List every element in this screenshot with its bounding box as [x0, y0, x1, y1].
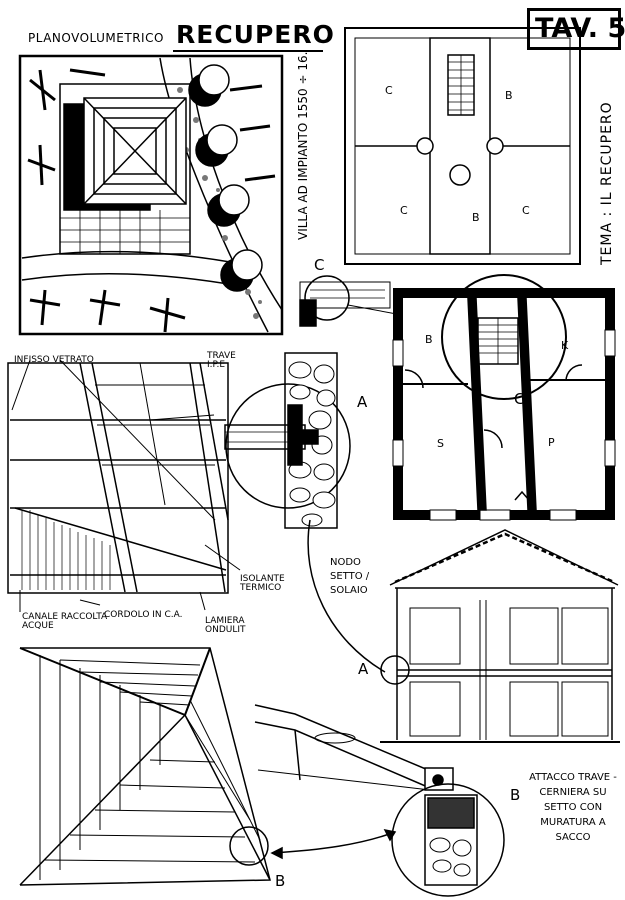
note-infisso: INFISSO VETRATO: [14, 355, 94, 365]
note-canale: CANALE RACCOLTA ACQUE: [22, 612, 108, 631]
note-nodo: NODO SETTO / SOLAIO: [330, 557, 370, 596]
subtitle-text: PLANOVOLUMETRICO: [28, 31, 164, 45]
room-label-k: K: [561, 339, 569, 352]
room-label-c2: C: [400, 204, 408, 217]
title-underline: [173, 50, 323, 52]
section-mark-a: A: [358, 660, 369, 678]
detail-a: [224, 352, 351, 529]
glazed-elevation: [7, 359, 241, 612]
hinge-detail: [391, 783, 505, 897]
plan-lower: [392, 274, 616, 521]
room-label-c3: C: [522, 204, 530, 217]
sheet-number-box: [527, 8, 621, 50]
detail-a-label: A: [357, 393, 368, 411]
site-plan: [18, 54, 284, 336]
note-hinge: ATTACCO TRAVE - CERNIERA SU SETTO CON MU…: [529, 772, 617, 843]
detail-c-label: C: [314, 256, 325, 274]
mark-b-left: B: [275, 872, 286, 890]
note-trave: TRAVE I.P.E: [207, 351, 236, 370]
mark-b-right: B: [510, 786, 521, 804]
note-lamiera: LAMIERA ONDULIT: [205, 616, 246, 635]
hinge-beam: [254, 704, 454, 791]
note-isolante: ISOLANTE TERMICO: [240, 574, 285, 593]
room-label-p: P: [548, 436, 555, 449]
building-section: [380, 529, 620, 743]
plan-upper: [344, 27, 581, 265]
title-text: RECUPERO: [176, 20, 335, 49]
sheet-number: TAV. 5: [535, 13, 625, 44]
note-cordolo: CORDOLO IN C.A.: [104, 610, 183, 620]
arrow-b: [270, 828, 397, 860]
tema-caption: TEMA : IL RECUPERO: [599, 101, 615, 265]
detail-c: [299, 275, 441, 327]
villa-caption: VILLA AD IMPIANTO 1550 ÷ 16.: [296, 51, 310, 240]
room-label-b1: B: [505, 89, 513, 102]
room-label-s: S: [437, 437, 444, 450]
room-label-b: B: [425, 333, 433, 346]
room-label-b2: B: [472, 211, 480, 224]
roof-perspective: [19, 647, 271, 886]
room-label-c1: C: [385, 84, 393, 97]
detail-mark-c: C: [514, 390, 525, 408]
